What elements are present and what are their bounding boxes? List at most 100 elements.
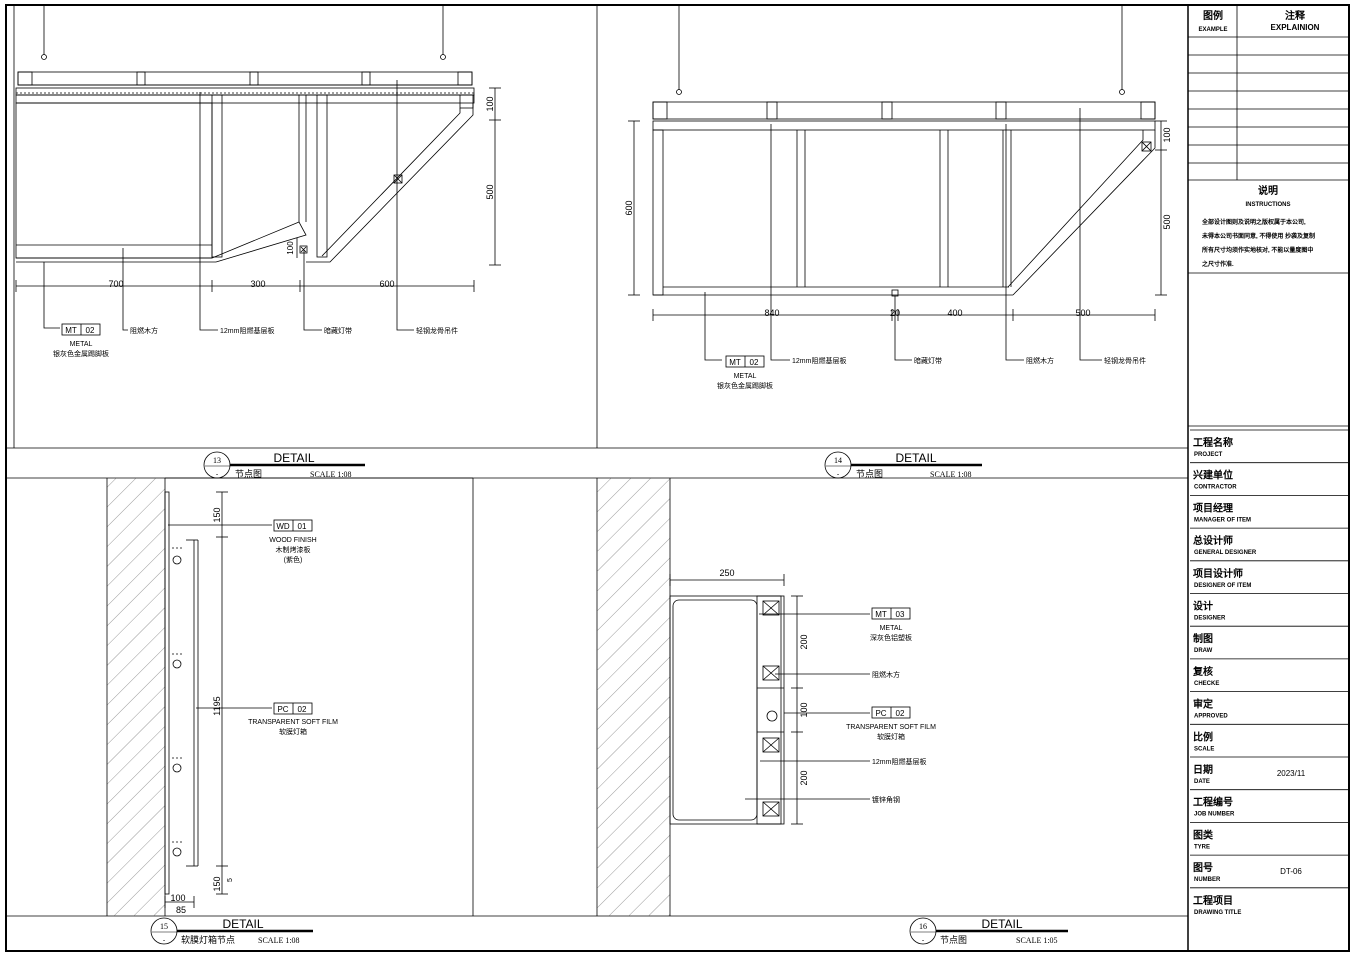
tag-code: WD [276,522,290,531]
dim-text: 20 [890,308,900,318]
title-block-label-cn: 项目设计师 [1193,567,1243,580]
dim-text: 600 [624,200,634,215]
title-block-label-cn: 工程编号 [1193,796,1233,809]
instruction-line: 未得本公司书面同意, 不得使用 抄袭及复制 [1202,232,1315,240]
title-block-label-cn: 比例 [1193,730,1213,743]
dim-text: 200 [799,770,809,785]
label-text: 暗藏灯带 [324,326,352,335]
label-text: 轻钢龙骨吊件 [1104,356,1146,365]
detail-name: 节点图 [856,469,883,479]
label-text: 镀锌角钢 [872,795,900,804]
dim-text: 100 [170,893,185,903]
title-block-label-en: DATE [1194,779,1210,785]
title-block-row: 工程编号 JOB NUMBER [1190,789,1349,818]
detail-scale: SCALE 1:08 [930,470,972,479]
tag-en: METAL [734,373,757,380]
title-block-label-cn: 总设计师 [1193,534,1233,547]
label-text: 轻钢龙骨吊件 [416,326,458,335]
title-block-label-cn: 审定 [1193,698,1213,711]
title-block-row: 兴建单位 CONTRACTOR [1190,462,1349,491]
tag-num: 02 [896,709,905,718]
title-block-label-en: CONTRACTOR [1194,485,1237,491]
detail-number: 15 [160,922,168,931]
tag-en: METAL [70,341,93,348]
title-block-label-cn: 设计 [1193,600,1213,613]
detail-13-annotations: 700 300 600 100 500 100 MT 02 METAL 银灰色金… [53,96,495,358]
detail-title: DETAIL [222,917,263,931]
tag-cn2: (紫色) [284,555,303,564]
title-block-row: 图类 TYRE [1190,822,1349,850]
label-text: 阻燃木方 [872,670,900,679]
title-block-label-en: CHECKE [1194,681,1219,687]
label-text: 阻燃木方 [1026,356,1054,365]
title-block-label-en: GENERAL DESIGNER [1194,550,1257,556]
title-block-label-en: MANAGER OF ITEM [1194,517,1251,523]
detail-13-drawing [15,5,501,331]
detail-scale: SCALE 1:05 [1016,936,1058,945]
detail-sub: - [163,936,166,944]
detail-sub: - [837,470,840,478]
tag-en: METAL [880,625,903,632]
detail-title-15: 15 - DETAIL 软膜灯箱节点 SCALE 1:08 [150,917,313,945]
detail-14-drawing [628,5,1167,361]
tag-cn: 深灰色铝塑板 [870,633,912,642]
tag-num: 03 [896,610,905,619]
detail-number: 16 [919,922,927,931]
tag-cn: 软膜灯箱 [877,732,905,741]
title-block-label-en: TYRE [1194,844,1210,850]
dim-text: 250 [719,568,734,578]
title-block-label-en: DRAWING TITLE [1194,910,1241,916]
legend-headings: 图例 EXAMPLE 注释 EXPLAINION 说明 INSTRUCTIONS… [1198,9,1319,268]
example-cn: 图例 [1203,9,1223,22]
detail-name: 节点图 [235,469,262,479]
dim-text: 500 [1075,308,1090,318]
title-block-label-cn: 复核 [1192,665,1213,678]
detail-scale: SCALE 1:08 [258,936,300,945]
instruction-line: 之尺寸作准. [1202,260,1234,268]
detail-15-drawing [106,477,474,916]
title-block-label-cn: 日期 [1193,763,1213,776]
title-block-label-cn: 兴建单位 [1193,469,1233,482]
dim-text: 100 [1162,127,1172,142]
tag-en: TRANSPARENT SOFT FILM [248,719,338,726]
instruction-line: 全部设计图则及说明之版权属于本公司, [1201,218,1306,226]
tag-cn: 银灰色金属踢脚板 [717,381,773,390]
title-block-label-en: JOB NUMBER [1194,812,1235,818]
tag-num: 02 [750,358,759,367]
label-text: 12mm阻燃基层板 [220,326,274,335]
dim-text: 5 [227,878,234,882]
title-block-label-en: DRAW [1194,648,1213,654]
legend-table [1188,5,1349,427]
title-block-label-en: PROJECT [1194,452,1223,458]
title-block-label-cn: 图号 [1193,862,1213,874]
title-block-row: 总设计师 GENERAL DESIGNER [1190,527,1349,556]
title-block-label-cn: 图类 [1193,828,1213,841]
tag-code: PC [277,705,288,714]
dim-text: 1195 [212,696,222,715]
detail-scale: SCALE 1:08 [310,470,352,479]
dim-text: 150 [212,876,222,891]
tag-en: TRANSPARENT SOFT FILM [846,724,936,731]
title-block-label-en: SCALE [1194,746,1214,752]
detail-14-annotations: 840 20 400 500 600 100 500 MT 02 METAL 银… [624,127,1172,390]
dim-text: 100 [799,702,809,717]
detail-16-annotations: 250 200 100 200 MT 03 METAL 深灰色铝塑板 阻燃木方 … [719,568,936,804]
label-text: 暗藏灯带 [914,356,942,365]
instructions-cn: 说明 [1258,184,1278,197]
detail-title-14: 14 - DETAIL 节点图 SCALE 1:08 [824,451,982,479]
detail-title: DETAIL [273,451,314,465]
explain-en: EXPLAINION [1271,23,1320,32]
detail-title-13: 13 - DETAIL 节点图 SCALE 1:08 [203,451,365,479]
dim-text: 840 [764,308,779,318]
detail-name: 节点图 [940,935,967,945]
detail-number: 13 [213,456,221,465]
tag-code: MT [729,358,741,367]
